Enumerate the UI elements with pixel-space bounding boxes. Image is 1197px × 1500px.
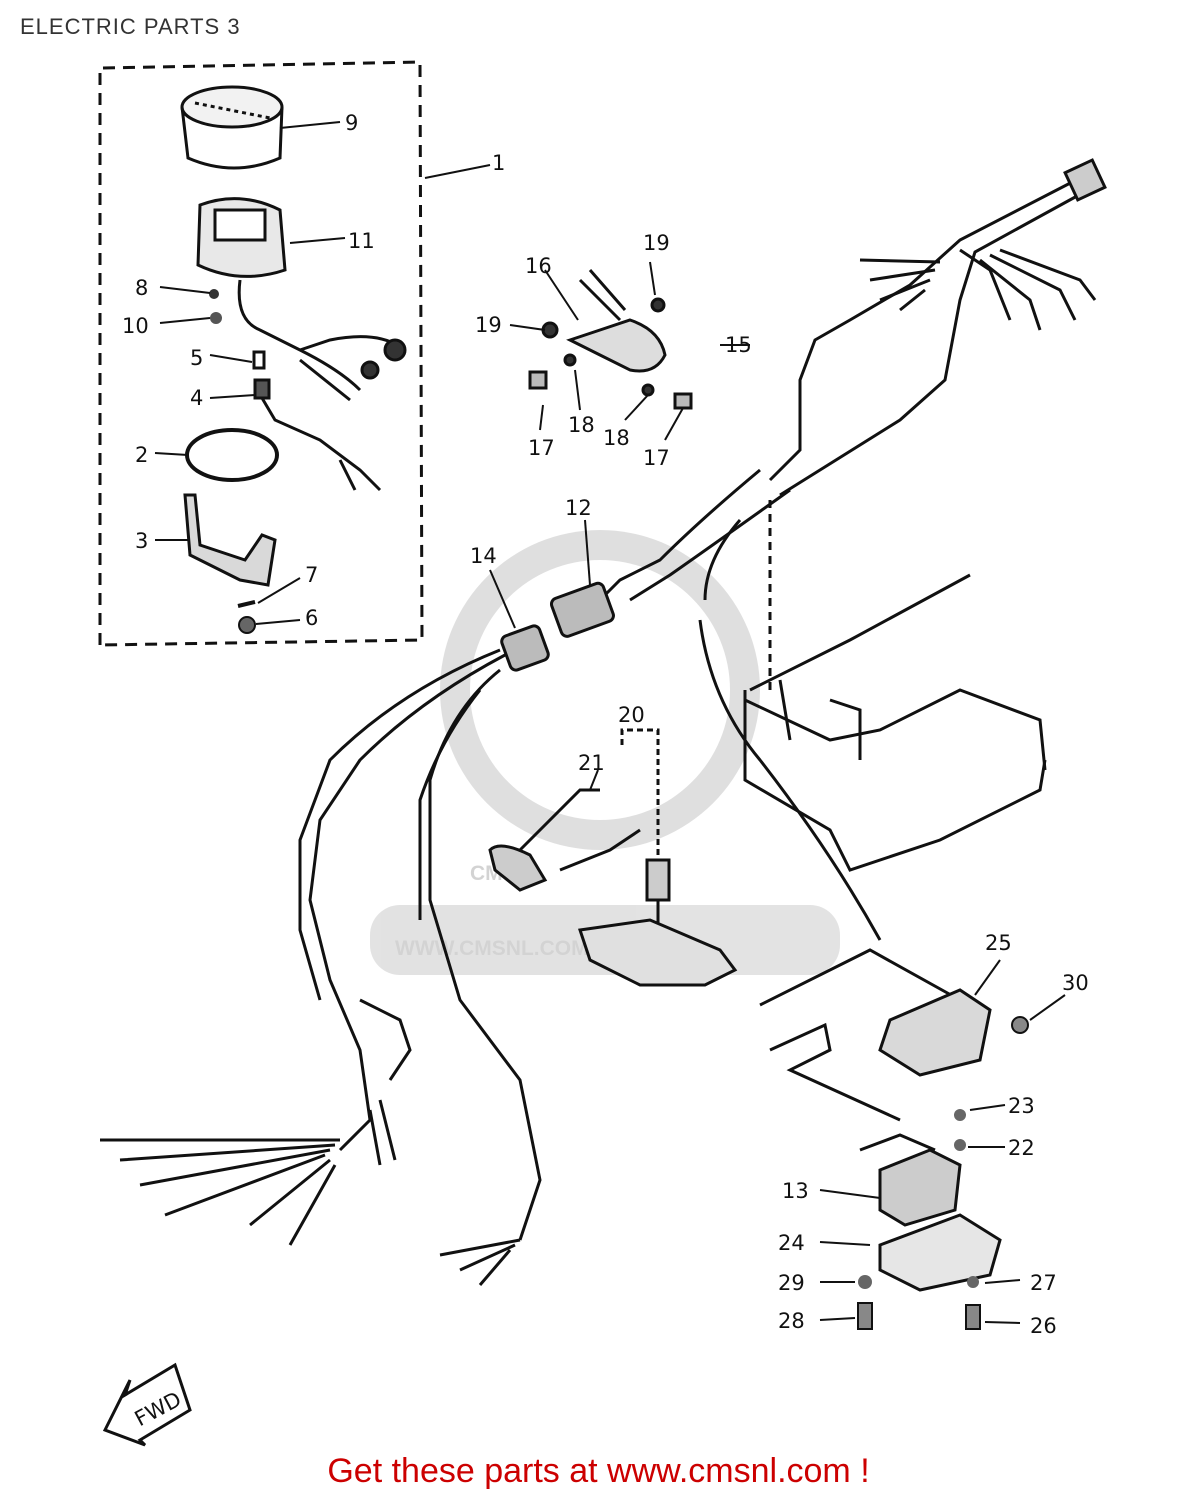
part-25-coil	[878, 988, 992, 1077]
callout-19b: 19	[475, 313, 502, 337]
callout-13: 13	[782, 1179, 809, 1203]
meter-assembly-boundary	[98, 60, 424, 647]
callout-19: 19	[643, 231, 670, 255]
callout-29: 29	[778, 1271, 805, 1295]
callout-16: 16	[525, 254, 552, 278]
callout-11: 11	[348, 229, 375, 253]
part-26-screw	[965, 1304, 981, 1330]
meter-body-part	[196, 197, 407, 402]
leader-lines	[154, 121, 1066, 1324]
callout-1: 1	[492, 151, 505, 175]
part-3-bracket	[183, 493, 277, 587]
callout-20: 20	[618, 703, 645, 727]
part-8-washer	[209, 289, 219, 299]
callout-30: 30	[1062, 971, 1089, 995]
callout-25: 25	[985, 931, 1012, 955]
callout-17: 17	[528, 436, 555, 460]
part-5-bulb	[252, 350, 266, 370]
footer-link[interactable]: Get these parts at www.cmsnl.com !	[327, 1452, 870, 1490]
callout-23: 23	[1008, 1094, 1035, 1118]
part-10-nut	[210, 312, 222, 324]
callout-28: 28	[778, 1309, 805, 1333]
callout-18: 18	[568, 413, 595, 437]
callout-2: 2	[135, 443, 148, 467]
connector-14	[500, 624, 550, 672]
part-24-base	[878, 1213, 1002, 1292]
callout-9: 9	[345, 111, 358, 135]
callout-22: 22	[1008, 1136, 1035, 1160]
callout-5: 5	[190, 346, 203, 370]
part-28-screw	[857, 1302, 873, 1330]
callout-12: 12	[565, 496, 592, 520]
callout-7: 7	[305, 563, 318, 587]
callout-17b: 17	[643, 446, 670, 470]
callout-15: 15	[725, 333, 752, 357]
part-7-washer	[237, 600, 256, 608]
watermark-site: WWW.CMSNL.COM	[395, 937, 589, 960]
part-13-relay	[859, 1133, 962, 1227]
part-2-ring	[185, 428, 279, 482]
part-29-washer	[858, 1275, 872, 1289]
fwd-arrow-icon: FWD	[102, 1362, 192, 1447]
callout-27: 27	[1030, 1271, 1057, 1295]
callout-24: 24	[778, 1231, 805, 1255]
callout-labels: 9 1 11 8 10 5 4 2 3 7 6 12 14 16 19 19 1…	[122, 111, 1089, 1338]
part-4-socket	[253, 378, 382, 492]
part-30-bolt	[1011, 1016, 1029, 1034]
connector-12	[549, 581, 615, 638]
meter-cover-part	[180, 85, 284, 170]
part-27-washer	[967, 1276, 979, 1288]
callout-10: 10	[122, 314, 149, 338]
callout-26: 26	[1030, 1314, 1057, 1338]
main-wire-harness	[598, 158, 1107, 602]
page-title: ELECTRIC PARTS 3	[20, 14, 241, 39]
callout-3: 3	[135, 529, 148, 553]
extension-harness	[100, 648, 542, 1286]
callout-6: 6	[305, 606, 318, 630]
callout-8: 8	[135, 276, 148, 300]
part-6-nut	[238, 616, 256, 634]
switch-15-group	[528, 269, 693, 410]
stop-switch-20	[488, 728, 671, 940]
callout-14: 14	[470, 544, 497, 568]
engine-cowling	[698, 500, 1047, 941]
part-23-nut	[954, 1109, 966, 1121]
callout-21: 21	[578, 751, 605, 775]
callout-4: 4	[190, 386, 203, 410]
callout-18b: 18	[603, 426, 630, 450]
part-22-bolt	[954, 1139, 966, 1151]
lower-bracket	[578, 918, 961, 1122]
